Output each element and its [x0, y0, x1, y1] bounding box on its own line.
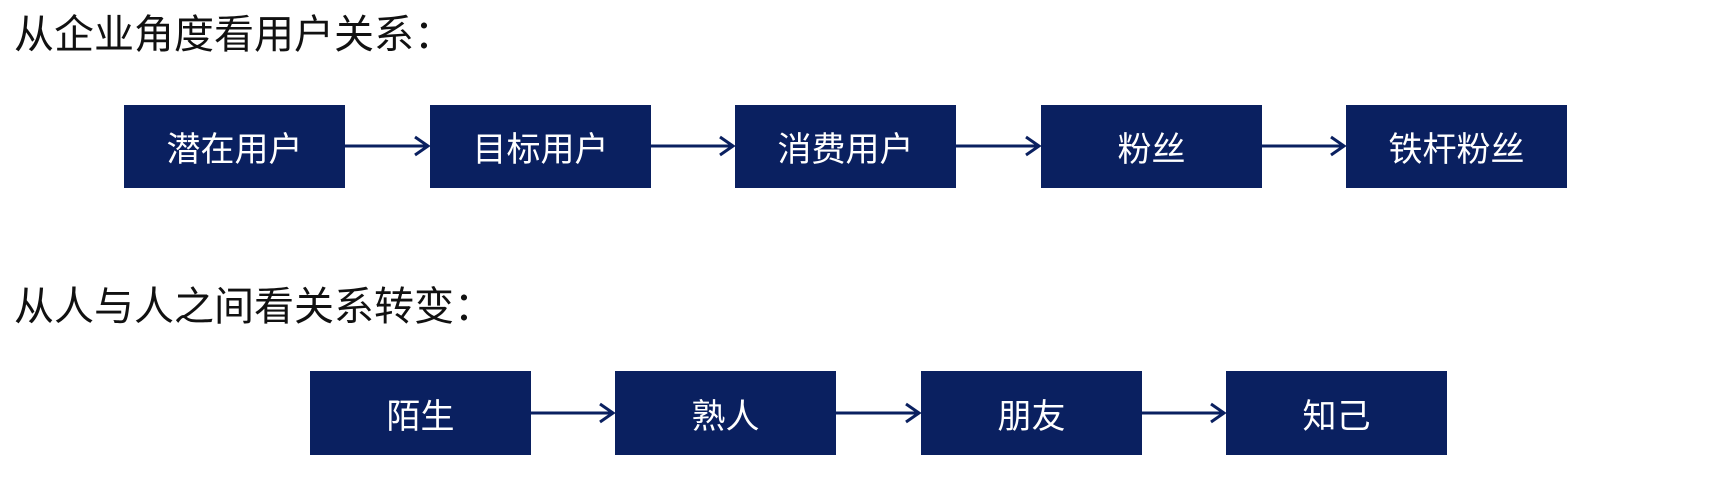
section-2-title: 从人与人之间看关系转变：: [14, 284, 494, 330]
flow-box-stranger: 陌生: [310, 371, 531, 455]
flow-arrow: [1142, 398, 1227, 428]
arrow-right-icon: [836, 402, 922, 424]
flow-box-potential-user: 潜在用户: [124, 105, 345, 188]
arrow-right-icon: [1142, 402, 1227, 424]
arrow-right-icon: [345, 135, 431, 157]
flow-box-fans: 粉丝: [1041, 105, 1262, 188]
flow-arrow: [345, 131, 431, 161]
flow-arrow: [531, 398, 616, 428]
flow-box-confidant: 知己: [1226, 371, 1447, 455]
flow-box-loyal-fans: 铁杆粉丝: [1346, 105, 1567, 188]
flow-arrow: [956, 131, 1042, 161]
arrow-right-icon: [956, 135, 1042, 157]
flow-arrow: [651, 131, 736, 161]
flow-box-target-user: 目标用户: [430, 105, 651, 188]
arrow-right-icon: [1262, 135, 1347, 157]
flow-box-acquaintance: 熟人: [615, 371, 836, 455]
flow-arrow: [1262, 131, 1347, 161]
flow-box-consumer-user: 消费用户: [735, 105, 956, 188]
flow-arrow: [836, 398, 922, 428]
section-1-title: 从企业角度看用户关系：: [14, 12, 454, 58]
flow-box-friend: 朋友: [921, 371, 1142, 455]
arrow-right-icon: [531, 402, 616, 424]
arrow-right-icon: [651, 135, 736, 157]
